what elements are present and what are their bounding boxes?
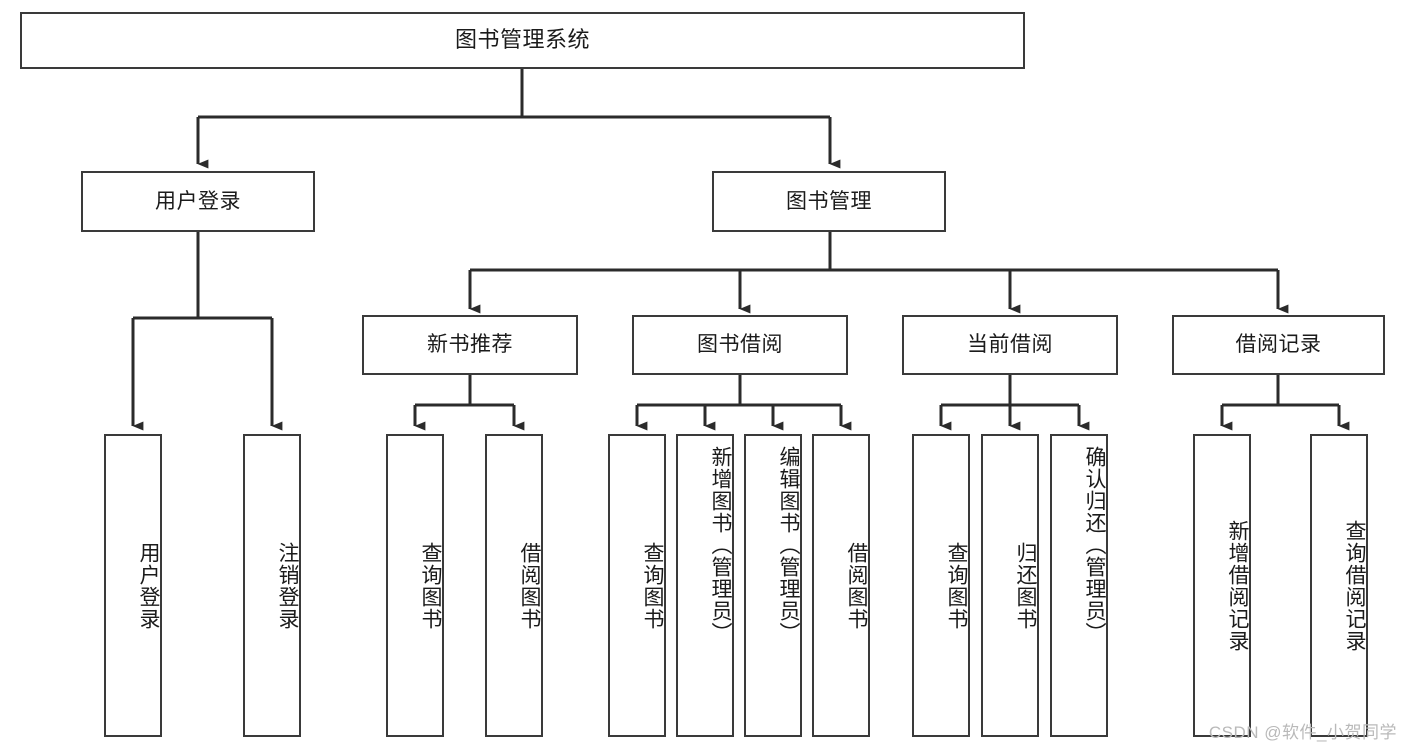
csdn-watermark: CSDN @软件_小贺同学: [1208, 723, 1397, 742]
leaf-confirm-return[interactable]: 确认归还（管理员）: [1050, 434, 1108, 737]
node-book-management[interactable]: 图书管理: [712, 171, 946, 232]
leaf-query-borrow-record[interactable]: 查询借阅记录: [1310, 434, 1368, 737]
node-new-book-recommend[interactable]: 新书推荐: [362, 315, 578, 375]
leaf-edit-book[interactable]: 编辑图书（管理员）: [744, 434, 802, 737]
leaf-return-book[interactable]: 归还图书: [981, 434, 1039, 737]
leaf-user-login[interactable]: 用户登录: [104, 434, 162, 737]
node-current-borrow[interactable]: 当前借阅: [902, 315, 1118, 375]
leaf-user-logout[interactable]: 注销登录: [243, 434, 301, 737]
node-root-system[interactable]: 图书管理系统: [20, 12, 1025, 69]
leaf-borrow-book[interactable]: 借阅图书: [812, 434, 870, 737]
node-user-login[interactable]: 用户登录: [81, 171, 315, 232]
leaf-borrow-book-recommend[interactable]: 借阅图书: [485, 434, 543, 737]
node-book-borrow[interactable]: 图书借阅: [632, 315, 848, 375]
node-borrow-record[interactable]: 借阅记录: [1172, 315, 1385, 375]
leaf-add-borrow-record[interactable]: 新增借阅记录: [1193, 434, 1251, 737]
leaf-add-book[interactable]: 新增图书（管理员）: [676, 434, 734, 737]
leaf-query-book-borrow[interactable]: 查询图书: [608, 434, 666, 737]
leaf-query-book-current[interactable]: 查询图书: [912, 434, 970, 737]
leaf-query-book-recommend[interactable]: 查询图书: [386, 434, 444, 737]
